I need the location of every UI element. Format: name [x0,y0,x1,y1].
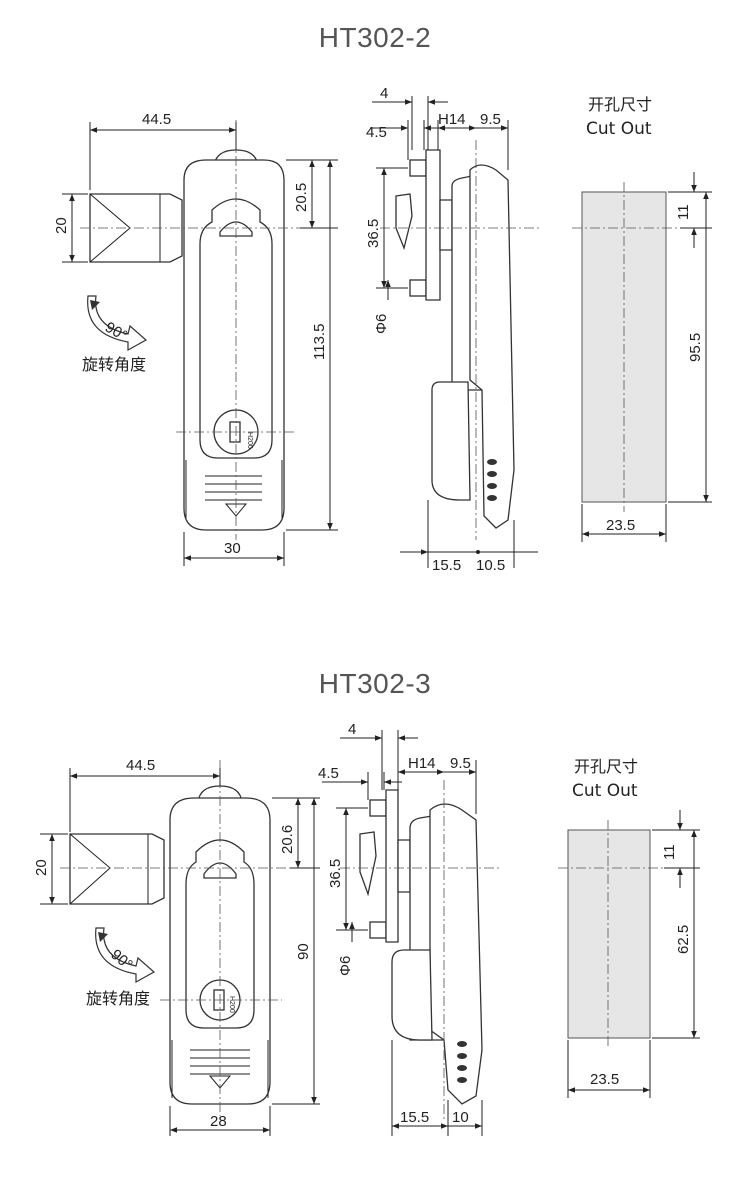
cutout-title-cn-2: 开孔尺寸 [574,757,638,776]
front-dimensions-2: 44.5 20 20.6 90 28 [33,757,320,1136]
dim-lever-height: 20 [53,217,70,234]
dim-top-offset: 20.5 [293,183,310,212]
side-view [380,140,540,540]
rotation-indicator: 90° 旋转角度 [82,295,148,374]
dim-side-10-2: 10 [452,1109,469,1126]
dim-side-15-5: 15.5 [432,557,461,574]
front-dimensions: 44.5 20 20.5 113.5 30 [53,111,338,566]
cutout-title-cn: 开孔尺寸 [588,95,652,114]
dim-cut-11: 11 [675,204,692,220]
drawing-ht302-3: H200 44.5 20 [33,721,700,1136]
dim-side-36-5-2: 36.5 [327,859,344,888]
dim-body-width: 30 [224,540,241,557]
key-marking-2: H200 [228,996,235,1013]
dim-side-h14: H14 [438,111,466,128]
dim-cut-11-2: 11 [661,844,678,860]
side-dimensions: 4 4.5 H14 9.5 36.5 Φ6 15.5 [365,85,538,574]
front-view: H200 [80,120,300,540]
model-title-1: HT302-2 [318,22,432,53]
model-title-2: HT302-3 [318,668,432,699]
dim-cut-width-2: 23.5 [590,1071,619,1088]
dim-total-height: 113.5 [311,324,328,360]
cutout-title-en-2: Cut Out [572,781,638,801]
dim-top-offset-2: 20.6 [279,825,296,854]
dim-side-4-5-2: 4.5 [318,765,339,782]
dim-side-4-2: 4 [348,721,356,738]
dim-cut-width: 23.5 [606,517,635,534]
dim-side-15-5-2: 15.5 [400,1109,429,1126]
side-dimensions-2: 4 4.5 H14 9.5 36.5 Φ6 15.5 10 [318,721,483,1136]
dim-side-4: 4 [380,85,388,102]
dim-cut-height-2: 62.5 [675,925,692,954]
front-view-2: H200 [60,760,290,1116]
dim-side-4-5: 4.5 [366,124,387,141]
dim-side-36-5: 36.5 [365,219,382,248]
dim-cut-height: 95.5 [687,333,704,362]
dim-total-height-2: 90 [295,943,312,960]
key-marking: H200 [246,432,253,449]
dim-side-10-5: 10.5 [476,557,505,574]
dim-side-h14-2: H14 [408,755,436,772]
dim-side-phi6-2: Φ6 [337,956,354,976]
dim-lever-height-2: 20 [33,859,50,876]
cutout-view: 开孔尺寸 Cut Out 11 95.5 23.5 [572,95,712,542]
side-view-2 [340,780,500,1120]
dim-side-9-5: 9.5 [480,111,501,128]
cutout-view-2: 开孔尺寸 Cut Out 11 62.5 23.5 [558,757,700,1098]
rotation-label-2: 旋转角度 [86,989,150,1008]
dim-handle-offset-2: 44.5 [126,757,155,774]
dim-body-width-2: 28 [210,1113,227,1130]
dim-handle-offset: 44.5 [142,111,171,128]
rotation-indicator-2: 90° 旋转角度 [86,927,156,1008]
drawing-ht302-2: H200 44.5 20 [53,85,712,574]
dim-side-9-5-2: 9.5 [450,755,471,772]
dim-side-phi6: Φ6 [373,314,390,334]
rotation-label: 旋转角度 [82,355,146,374]
cutout-title-en: Cut Out [586,119,652,139]
